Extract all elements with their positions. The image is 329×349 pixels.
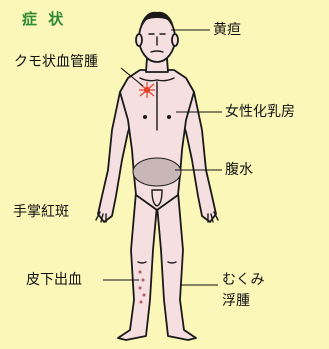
right-leg [157, 192, 196, 340]
label-subcutaneous-bleeding: 皮下出血 [26, 271, 82, 289]
label-gynecomastia: 女性化乳房 [225, 103, 295, 121]
label-edema: 浮腫 [222, 292, 250, 310]
right-ear [172, 34, 178, 46]
right-nipple [167, 115, 171, 119]
left-leg [118, 192, 157, 340]
label-palmar-erythema: 手掌紅斑 [13, 203, 69, 221]
left-nipple [143, 115, 147, 119]
label-jaundice: 黄疸 [213, 21, 241, 39]
left-ear [136, 34, 142, 46]
label-ascites: 腹水 [225, 161, 253, 179]
label-spider-angioma: クモ状血管腫 [14, 53, 98, 71]
ascites-area [133, 158, 181, 186]
label-swelling: むくみ [222, 271, 265, 289]
